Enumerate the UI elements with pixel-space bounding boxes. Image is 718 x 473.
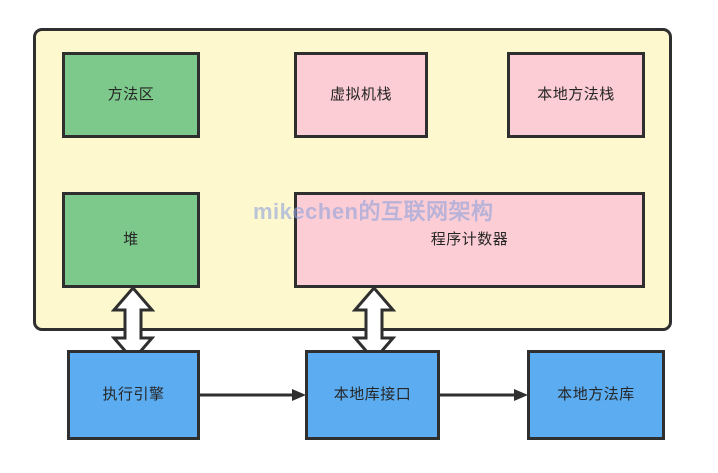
box-heap[interactable]: 堆 (62, 192, 200, 288)
box-native-library-interface[interactable]: 本地库接口 (305, 350, 440, 440)
arrow-engine-to-native-interface (200, 389, 306, 401)
box-native-method-stack[interactable]: 本地方法栈 (507, 52, 645, 138)
box-vm-stack[interactable]: 虚拟机栈 (294, 52, 428, 138)
box-execution-engine[interactable]: 执行引擎 (67, 350, 200, 440)
box-native-method-library[interactable]: 本地方法库 (527, 350, 665, 440)
box-method-area[interactable]: 方法区 (62, 52, 200, 138)
arrow-native-interface-to-native-library (440, 389, 528, 401)
box-program-counter[interactable]: 程序计数器 (294, 192, 645, 288)
